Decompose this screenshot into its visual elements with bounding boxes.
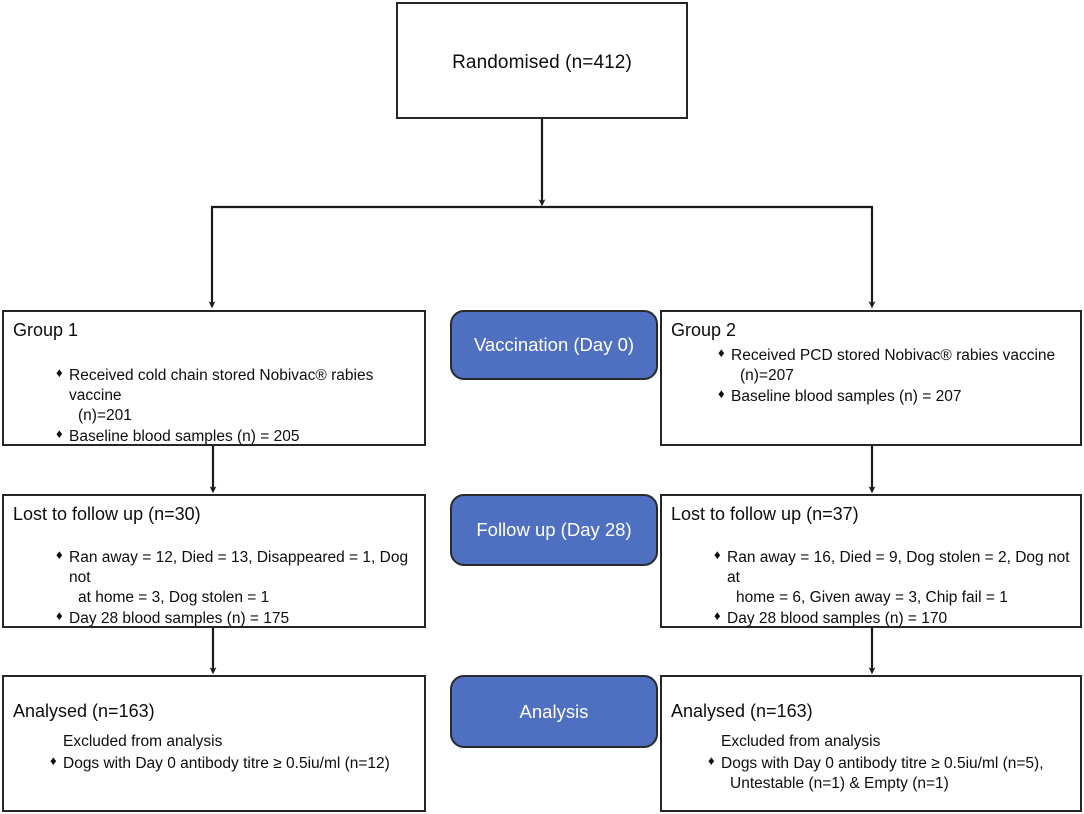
bullet-text: Ran away = 16, Died = 9, Dog stolen = 2,… [727,549,1070,587]
group2-followup-heading: Lost to follow up (n=37) [671,504,859,524]
stage-pill-followup-label: Follow up (Day 28) [476,519,632,540]
bullet-item: Baseline blood samples (n) = 205 [56,426,418,447]
group1-enrolment-bullets: Received cold chain stored Nobivac® rabi… [56,365,418,449]
group2-analysis-box: Analysed (n=163) Excluded from analysis … [660,675,1082,812]
bullet-item: Day 28 blood samples (n) = 175 [56,608,418,629]
group2-analysis-bullets: Excluded from analysis Dogs with Day 0 a… [708,732,1074,795]
bullet-item: Received PCD stored Nobivac® rabies vacc… [718,345,1074,386]
group1-followup-bullets: Ran away = 12, Died = 13, Disappeared = … [56,547,418,631]
bullet-continuation: (n)=201 [78,407,132,425]
stage-pill-analysis-label: Analysis [519,700,589,722]
bullet-text: Received PCD stored Nobivac® rabies vacc… [731,347,1056,364]
group1-followup-heading: Lost to follow up (n=30) [13,504,201,524]
stage-pill-vaccination: Vaccination (Day 0) [450,310,658,380]
group2-excluded-label: Excluded from analysis [721,733,881,750]
bullet-continuation: (n)=207 [740,367,794,385]
bullet-text: Baseline blood samples (n) = 205 [69,428,300,446]
bullet-item: Ran away = 16, Died = 9, Dog stolen = 2,… [714,547,1074,608]
bullet-item: Dogs with Day 0 antibody titre ≥ 0.5iu/m… [50,753,418,774]
group2-followup-bullets: Ran away = 16, Died = 9, Dog stolen = 2,… [714,547,1074,631]
stage-pill-analysis: Analysis [450,675,658,748]
bullet-text: Dogs with Day 0 antibody titre ≥ 0.5iu/m… [63,755,390,773]
group2-analysis-heading: Analysed (n=163) [671,701,813,721]
stage-pill-vaccination-label: Vaccination (Day 0) [473,334,635,355]
bullet-item: Received cold chain stored Nobivac® rabi… [56,365,418,426]
bullet-text: Dogs with Day 0 antibody titre ≥ 0.5iu/m… [721,755,1044,773]
bullet-item: Ran away = 12, Died = 13, Disappeared = … [56,547,418,608]
group1-followup-box: Lost to follow up (n=30) Ran away = 12, … [2,494,426,628]
group1-enrolment-heading: Group 1 [13,320,79,340]
group1-analysis-box: Analysed (n=163) Excluded from analysis … [2,675,426,812]
bullet-continuation: Untestable (n=1) & Empty (n=1) [730,775,949,793]
stage-pill-followup: Follow up (Day 28) [450,494,658,566]
group1-enrolment-box: Group 1 Received cold chain stored Nobiv… [2,310,426,446]
bullet-item: Baseline blood samples (n) = 207 [718,386,1074,407]
bullet-text: Received cold chain stored Nobivac® rabi… [69,367,374,405]
group1-excluded-label: Excluded from analysis [63,733,223,750]
bullet-item: Dogs with Day 0 antibody titre ≥ 0.5iu/m… [708,753,1074,794]
randomised-box: Randomised (n=412) [396,2,688,119]
bullet-text: Day 28 blood samples (n) = 170 [727,610,948,628]
group2-followup-box: Lost to follow up (n=37) Ran away = 16, … [660,494,1082,628]
group1-analysis-bullets: Excluded from analysis Dogs with Day 0 a… [50,732,418,775]
bullet-text: Day 28 blood samples (n) = 175 [69,610,290,628]
bullet-text: Baseline blood samples (n) = 207 [731,388,962,406]
group2-enrolment-heading: Group 2 [671,320,737,340]
group2-enrolment-box: Group 2 Received PCD stored Nobivac® rab… [660,310,1082,446]
randomised-label: Randomised (n=412) [452,52,632,73]
bullet-item: Day 28 blood samples (n) = 170 [714,608,1074,629]
bullet-continuation: home = 6, Given away = 3, Chip fail = 1 [736,589,1008,607]
bullet-text: Ran away = 12, Died = 13, Disappeared = … [69,549,409,587]
bullet-continuation: at home = 3, Dog stolen = 1 [78,589,270,607]
group2-enrolment-bullets: Received PCD stored Nobivac® rabies vacc… [718,345,1074,408]
group1-analysis-heading: Analysed (n=163) [13,701,155,721]
